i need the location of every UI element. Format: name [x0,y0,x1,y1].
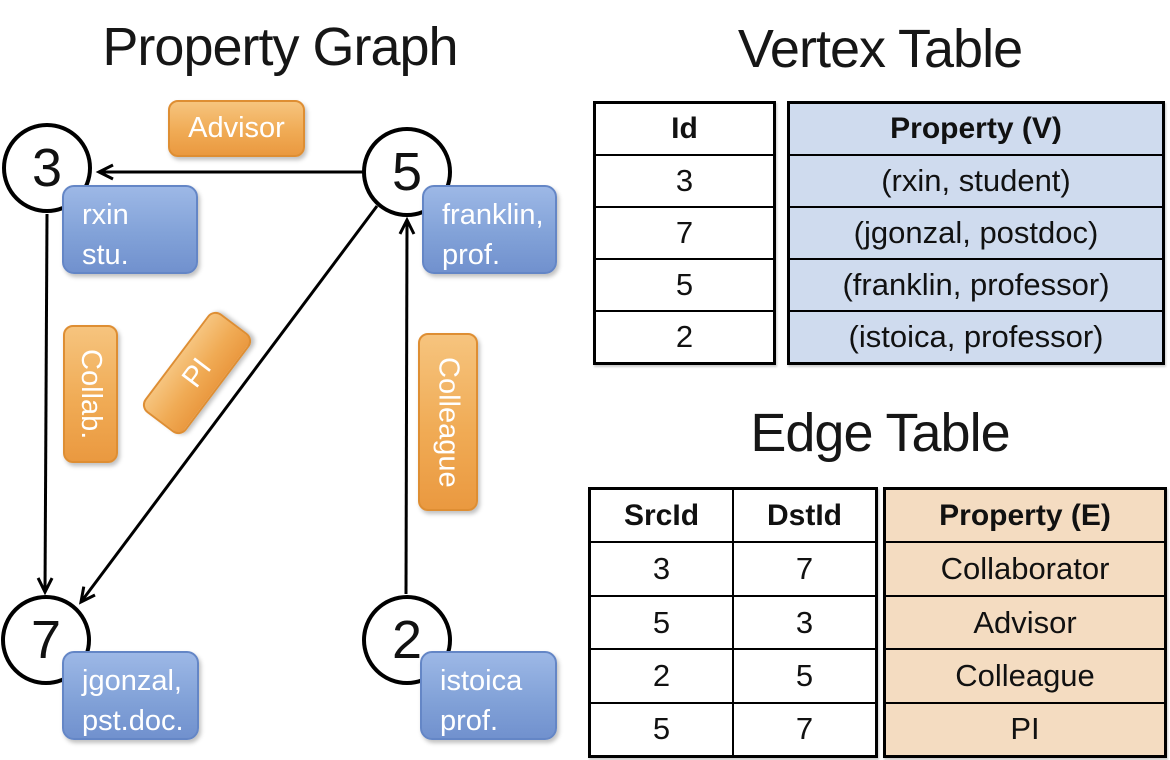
edge-table-property-cell: PI [1010,711,1040,747]
edge-collab-3-to-7 [36,213,54,596]
vertex-table-property-cell: (rxin, student) [790,156,1162,208]
edge-table-srcid-cell: 3 [591,543,732,597]
edge-table-dstid-cell: 5 [734,650,875,704]
node-label-istoica: istoica prof. [420,651,557,740]
edge-pi-5-to-7 [78,205,379,605]
property-graph-title: Property Graph [102,17,458,77]
vertex-table-header-id: Id [596,104,773,156]
vertex-table-id-column: Id 3 7 5 2 [593,101,776,365]
vertex-table-id-cell: 3 [596,156,773,208]
edge-table-property-cell: Colleague [886,650,1164,704]
node-label-franklin-line2: prof. [442,239,501,272]
vertex-table-property-cell: (franklin, professor) [790,260,1162,312]
node-label-rxin: rxin stu. [62,185,198,274]
vertex-table-property-column: Property (V) (rxin, student) (jgonzal, p… [787,101,1165,365]
edge-table-title: Edge Table [750,403,1010,463]
edge-table-header-dstid: DstId [734,490,875,544]
node-label-franklin: franklin, prof. [422,185,557,274]
edge-table-dstid-cell: 7 [734,543,875,597]
edge-label-collab: Collab. [63,325,118,463]
vertex-table-id-cell: 5 [596,260,773,312]
edge-table-srcid-cell: 2 [591,650,732,704]
edge-table-dstid-column: DstId 7 3 5 7 [734,490,875,755]
edge-table-srcid-cell: 5 [591,597,732,651]
edge-label-advisor: Advisor [168,100,305,157]
vertex-table-property-cell: (jgonzal, postdoc) [790,208,1162,260]
edge-table-dstid-cell: 3 [734,597,875,651]
edge-table-dstid-cell: 7 [795,711,814,747]
edge-table-srcid-cell: 5 [652,711,671,747]
node-id-2: 2 [391,610,423,670]
vertex-table-id-cell: 7 [596,208,773,260]
vertex-table-header-property: Property (V) [790,104,1162,156]
vertex-table-property-cell: (istoica, professor) [848,319,1104,354]
edge-table-property-cell: Collaborator [886,543,1164,597]
edge-label-pi-text: PI [175,352,218,394]
node-label-franklin-line1: franklin, [442,199,544,231]
node-id-3: 3 [31,138,63,198]
edge-label-colleague-text: Colleague [432,356,465,488]
edge-table-srcid-column: SrcId 3 5 2 5 [591,490,734,755]
graph-edges [36,163,416,605]
node-label-rxin-line1: rxin [82,199,129,231]
node-label-rxin-line2: stu. [82,239,129,272]
node-id-5: 5 [391,142,423,202]
vertex-table-id-cell: 2 [675,319,694,354]
edge-label-collab-text: Collab. [75,348,107,440]
node-label-jgonzal-line2: pst.doc. [82,705,184,738]
edge-table-header-srcid: SrcId [591,490,732,544]
node-circle-2: 2 [362,595,452,685]
edge-table-header-property: Property (E) [886,490,1164,544]
edge-table-id-columns: SrcId 3 5 2 5 DstId 7 3 5 7 [588,487,878,758]
node-circle-5: 5 [362,127,452,217]
edge-colleague-2-to-5 [398,216,416,595]
node-id-7: 7 [30,610,62,670]
node-label-jgonzal: jgonzal, pst.doc. [62,651,199,740]
edge-table-property-cell: Advisor [886,597,1164,651]
node-label-istoica-line1: istoica [440,665,523,697]
node-label-jgonzal-line1: jgonzal, [82,665,182,697]
edge-label-colleague: Colleague [418,333,478,511]
vertex-table-title: Vertex Table [737,19,1023,79]
edge-label-advisor-text: Advisor [188,112,285,144]
node-label-istoica-line2: prof. [440,705,499,738]
edge-table-property-column: Property (E) Collaborator Advisor Collea… [883,487,1167,758]
